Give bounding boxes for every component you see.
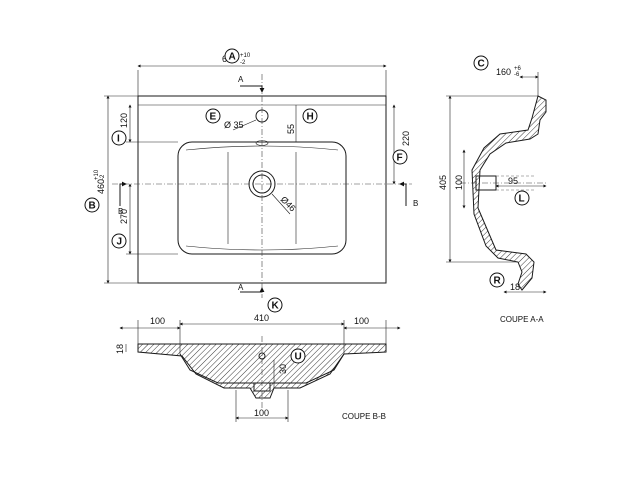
section-a-bottom-marker: A — [238, 283, 244, 292]
svg-text:K: K — [272, 301, 280, 312]
section-a-bottom-arrow — [240, 287, 265, 293]
label-j: J — [111, 233, 127, 249]
dim-18-side-value: 18 — [510, 282, 520, 292]
label-c: C — [473, 55, 489, 71]
section-b-b: 100 410 100 18 30 100 COUPE B-B — [115, 313, 401, 422]
section-b-left-arrow — [119, 181, 127, 206]
label-l: L — [514, 190, 530, 206]
dim-220-value: 220 — [401, 131, 411, 146]
svg-text:H: H — [307, 112, 314, 123]
label-r: R — [489, 272, 505, 288]
svg-text:B: B — [89, 201, 96, 212]
top-view: A A B B 610 +10 -2 460 +10 -2 120 270 22… — [94, 53, 418, 298]
dim-height-tol-minus: -2 — [100, 174, 106, 180]
dim-100-side-value: 100 — [454, 175, 464, 190]
dim-405-value: 405 — [438, 175, 448, 190]
section-a-a: 405 100 95 160 +6 -6 18 COUPE A-A — [438, 66, 547, 324]
callout-labels: A C E H I F B J K L R U — [84, 48, 530, 364]
bowl-inner-bottom — [185, 245, 339, 251]
svg-text:L: L — [519, 194, 525, 205]
section-b-right-arrow — [399, 181, 407, 206]
svg-text:E: E — [210, 112, 217, 123]
dim-270-value: 270 — [119, 209, 129, 224]
label-b: B — [84, 197, 100, 213]
dia35-value: Ø 35 — [224, 120, 244, 130]
dim-120-value: 120 — [119, 113, 129, 128]
dim-100-right-value: 100 — [354, 316, 369, 326]
label-h: H — [302, 108, 318, 124]
section-a-profile — [471, 95, 547, 291]
dim-160-tol-minus: -6 — [514, 72, 520, 78]
dia46-value: Ø46 — [279, 194, 298, 213]
caption-coupe-a: COUPE A-A — [500, 315, 544, 324]
svg-text:J: J — [117, 237, 123, 248]
dim-width-tol-plus: +10 — [240, 53, 251, 59]
label-i: I — [111, 130, 127, 146]
section-a-top-marker: A — [238, 75, 244, 84]
caption-coupe-b: COUPE B-B — [342, 412, 386, 421]
label-k: K — [267, 297, 283, 313]
dia35-leader — [232, 119, 257, 131]
dim-30-value: 30 — [278, 364, 288, 374]
label-u: U — [290, 348, 306, 364]
svg-text:R: R — [494, 276, 502, 287]
dim-95-value: 95 — [508, 176, 518, 186]
dia46-leader — [271, 193, 291, 215]
dim-410-value: 410 — [254, 313, 269, 323]
svg-text:F: F — [397, 153, 403, 164]
section-b-right-marker: B — [413, 199, 418, 208]
dim-55-value: 55 — [286, 124, 296, 134]
section-b-left-marker: B — [118, 207, 123, 216]
dim-100-bottom-value: 100 — [254, 408, 269, 418]
svg-text:C: C — [478, 59, 485, 70]
bowl-inner-top — [185, 145, 339, 151]
section-a-top-arrow — [240, 85, 265, 93]
dim-height-tol-plus: +10 — [94, 169, 100, 180]
dim-18-b-value: 18 — [115, 344, 125, 354]
dim-160-value: 160 — [496, 67, 511, 77]
svg-text:I: I — [117, 134, 120, 145]
svg-text:U: U — [295, 352, 302, 363]
svg-text:A: A — [229, 52, 236, 63]
dim-160-tol-plus: +6 — [514, 66, 522, 72]
dim-100-left-value: 100 — [150, 316, 165, 326]
dim-width-tol-minus: -2 — [240, 60, 246, 66]
label-a: A — [224, 48, 240, 64]
dim-height-value: 460 — [96, 179, 106, 194]
label-f: F — [392, 149, 408, 165]
label-e: E — [205, 108, 221, 124]
